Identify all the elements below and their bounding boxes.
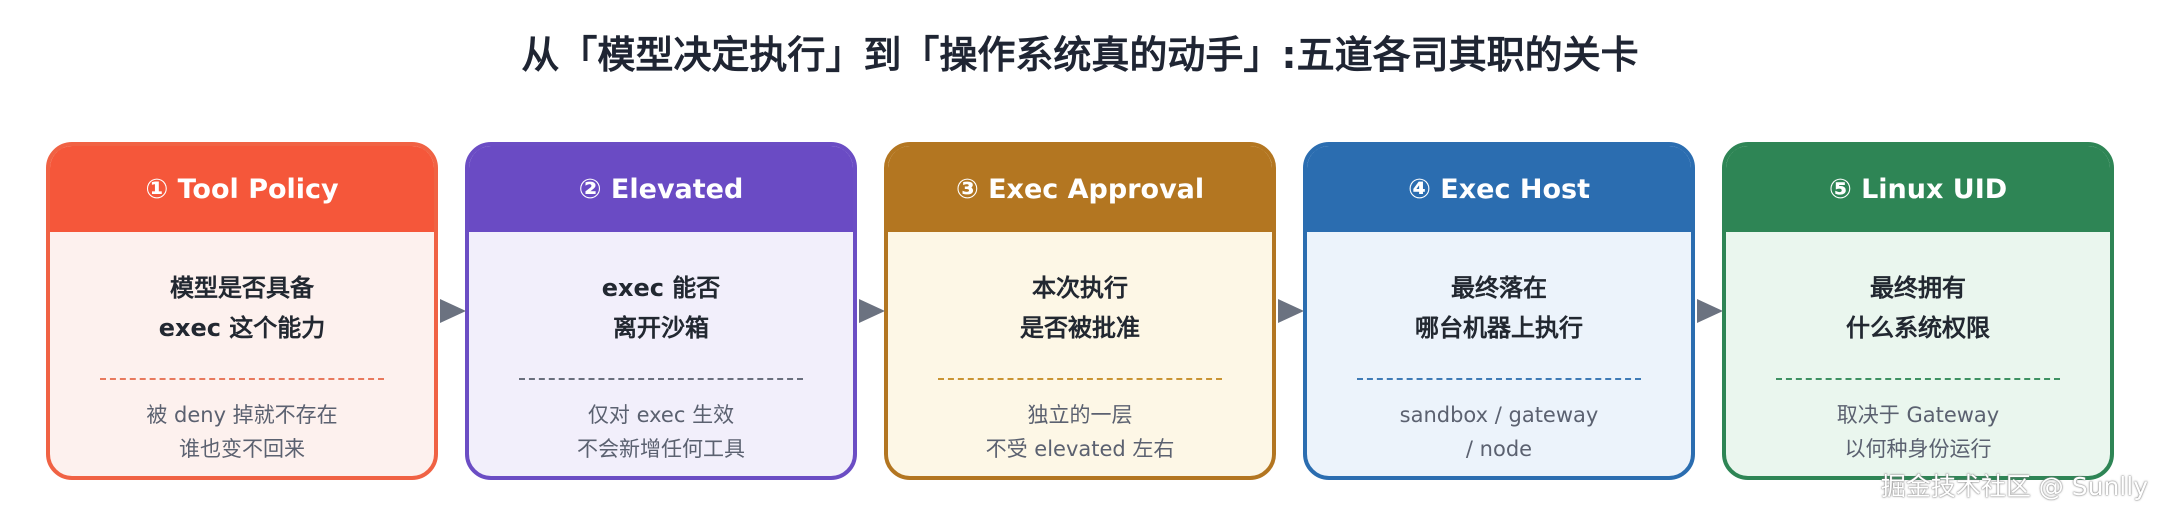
card-sub-text: sandbox / gateway / node [1307,398,1691,466]
card-sub-text: 仅对 exec 生效 不会新增任何工具 [469,398,853,466]
card-main-text: 本次执行 是否被批准 [888,268,1272,348]
card-main-line: exec 能否 [601,274,721,302]
arrow-right-icon [1697,299,1723,323]
card-sub-line: / node [1465,437,1533,461]
card-sub-text: 被 deny 掉就不存在 谁也变不回来 [50,398,434,466]
arrow-head [440,299,466,323]
card-main-line: 模型是否具备 [170,274,314,302]
card-main-text: exec 能否 离开沙箱 [469,268,853,348]
card-exec-host: ④ Exec Host 最终落在 哪台机器上执行 sandbox / gatew… [1303,142,1695,480]
watermark: 掘金技术社区 @ Sunlly [1880,472,2148,501]
card-header: ② Elevated [469,146,853,232]
card-divider [519,378,803,380]
card-main-line: 最终拥有 [1870,274,1966,302]
card-header: ⑤ Linux UID [1726,146,2110,232]
card-main-line: exec 这个能力 [158,314,326,342]
card-body: 最终拥有 什么系统权限 取决于 Gateway 以何种身份运行 [1726,268,2110,466]
card-divider [1357,378,1641,380]
card-header: ③ Exec Approval [888,146,1272,232]
card-body: exec 能否 离开沙箱 仅对 exec 生效 不会新增任何工具 [469,268,853,466]
card-body: 模型是否具备 exec 这个能力 被 deny 掉就不存在 谁也变不回来 [50,268,434,466]
arrow-right-icon [440,299,466,323]
card-main-line: 离开沙箱 [613,314,709,342]
card-sub-line: 独立的一层 [1027,403,1133,427]
card-header: ④ Exec Host [1307,146,1691,232]
arrow-right-icon [1278,299,1304,323]
card-exec-approval: ③ Exec Approval 本次执行 是否被批准 独立的一层 不受 elev… [884,142,1276,480]
arrow-head [1697,299,1723,323]
card-main-line: 最终落在 [1451,274,1547,302]
card-tool-policy: ① Tool Policy 模型是否具备 exec 这个能力 被 deny 掉就… [46,142,438,480]
card-sub-text: 独立的一层 不受 elevated 左右 [888,398,1272,466]
page-title: 从「模型决定执行」到「操作系统真的动手」:五道各司其职的关卡 [521,33,1639,77]
card-sub-text: 取决于 Gateway 以何种身份运行 [1726,398,2110,466]
card-sub-line: 不受 elevated 左右 [985,437,1175,461]
card-main-text: 模型是否具备 exec 这个能力 [50,268,434,348]
card-sub-line: 仅对 exec 生效 [587,403,735,427]
card-divider [938,378,1222,380]
card-main-line: 什么系统权限 [1846,314,1990,342]
card-header: ① Tool Policy [50,146,434,232]
card-main-line: 哪台机器上执行 [1415,314,1583,342]
card-sub-line: sandbox / gateway [1399,403,1599,427]
arrow-head [859,299,885,323]
card-main-text: 最终拥有 什么系统权限 [1726,268,2110,348]
card-divider [100,378,384,380]
arrow-right-icon [859,299,885,323]
arrow-head [1278,299,1304,323]
card-sub-line: 不会新增任何工具 [577,437,745,461]
card-sub-line: 被 deny 掉就不存在 [146,403,338,427]
card-main-line: 是否被批准 [1020,314,1140,342]
card-elevated: ② Elevated exec 能否 离开沙箱 仅对 exec 生效 不会新增任… [465,142,857,480]
card-sub-line: 谁也变不回来 [179,437,305,461]
card-main-line: 本次执行 [1032,274,1128,302]
card-body: 最终落在 哪台机器上执行 sandbox / gateway / node [1307,268,1691,466]
card-main-text: 最终落在 哪台机器上执行 [1307,268,1691,348]
card-body: 本次执行 是否被批准 独立的一层 不受 elevated 左右 [888,268,1272,466]
card-linux-uid: ⑤ Linux UID 最终拥有 什么系统权限 取决于 Gateway 以何种身… [1722,142,2114,480]
card-sub-line: 取决于 Gateway [1836,403,2000,427]
card-sub-line: 以何种身份运行 [1844,437,1992,461]
card-divider [1776,378,2060,380]
